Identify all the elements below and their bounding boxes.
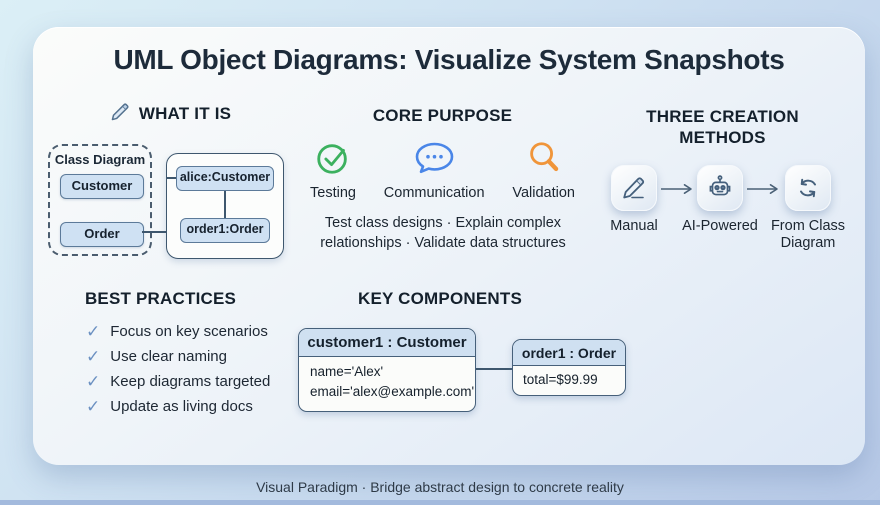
robot-icon <box>697 165 743 211</box>
core-purpose-label: Testing <box>310 185 356 201</box>
swap-arrows-icon <box>785 165 831 211</box>
core-purpose-label: Communication <box>383 185 485 201</box>
creation-method-label: AI-Powered <box>682 218 758 234</box>
class-box-customer: Customer <box>60 174 144 199</box>
what-it-is-title: WHAT IT IS <box>138 104 232 123</box>
pencil-icon <box>110 101 131 127</box>
best-practice-item: ✓ Keep diagrams targeted <box>86 372 271 391</box>
class-diagram-group: Class Diagram Customer Order <box>48 144 152 256</box>
page-title: UML Object Diagrams: Visualize System Sn… <box>113 44 785 75</box>
check-circle-icon <box>314 139 352 182</box>
best-practices-list: ✓ Focus on key scenarios ✓ Use clear nam… <box>86 323 270 423</box>
object-box-alice: alice:Customer <box>176 166 274 191</box>
attribute-line: name='Alex' <box>310 364 384 379</box>
connector-line <box>167 177 176 179</box>
creation-methods-heading: THREE CREATION METHODS <box>646 107 799 148</box>
core-purpose-heading: CORE PURPOSE <box>372 106 513 125</box>
infographic-card: UML Object Diagrams: Visualize System Sn… <box>33 27 865 465</box>
creation-method-label: Manual <box>610 218 658 234</box>
class-diagram-label: Class Diagram <box>54 152 146 167</box>
uml-object-order1: order1 : Order total=$99.99 <box>512 339 626 396</box>
pencil-icon <box>611 165 657 211</box>
creation-method-from-class: From Class Diagram <box>762 165 854 253</box>
magnifier-icon <box>525 139 562 182</box>
speech-bubble-icon <box>414 139 455 182</box>
bottom-edge <box>0 500 880 505</box>
what-it-is-heading: WHAT IT IS <box>53 101 288 127</box>
core-purpose-item-communication: Communication <box>384 139 485 201</box>
class-box-order: Order <box>60 222 144 247</box>
core-purpose-icons: Testing Communication Validation <box>310 139 575 201</box>
key-components-heading: KEY COMPONENTS <box>357 289 522 308</box>
best-practice-item: ✓ Focus on key scenarios <box>86 322 268 341</box>
check-icon: ✓ <box>86 372 101 391</box>
uml-object-attributes: total=$99.99 <box>513 366 625 395</box>
footer-tagline: Visual Paradigm · Bridge abstract design… <box>256 479 624 495</box>
creation-method-ai: AI-Powered <box>674 165 766 235</box>
connector-line <box>142 231 166 233</box>
uml-object-title: order1 : Order <box>513 340 625 366</box>
object-diagram-group: alice:Customer order1:Order <box>166 153 284 259</box>
uml-object-title: customer1 : Customer <box>299 329 475 357</box>
connector-line <box>476 368 512 370</box>
core-purpose-item-validation: Validation <box>512 139 575 201</box>
uml-object-attributes: name='Alex' email='alex@example.com' <box>299 357 475 411</box>
best-practices-heading: BEST PRACTICES <box>84 289 237 308</box>
core-purpose-description: Test class designs · Explain complex rel… <box>320 215 566 251</box>
check-icon: ✓ <box>86 397 101 416</box>
best-practice-item: ✓ Update as living docs <box>86 397 253 416</box>
connector-line <box>224 190 226 218</box>
check-icon: ✓ <box>86 322 101 341</box>
creation-method-label: From Class Diagram <box>770 218 846 252</box>
arrow-right-icon <box>660 182 694 200</box>
check-icon: ✓ <box>86 347 101 366</box>
attribute-line: total=$99.99 <box>523 372 598 387</box>
core-purpose-label: Validation <box>512 185 575 201</box>
attribute-line: email='alex@example.com' <box>310 384 475 400</box>
uml-object-customer1: customer1 : Customer name='Alex' email='… <box>298 328 476 412</box>
creation-method-manual: Manual <box>588 165 680 235</box>
best-practice-item: ✓ Use clear naming <box>86 347 227 366</box>
arrow-right-icon <box>746 182 780 200</box>
object-box-order1: order1:Order <box>180 218 270 243</box>
core-purpose-item-testing: Testing <box>310 139 356 201</box>
